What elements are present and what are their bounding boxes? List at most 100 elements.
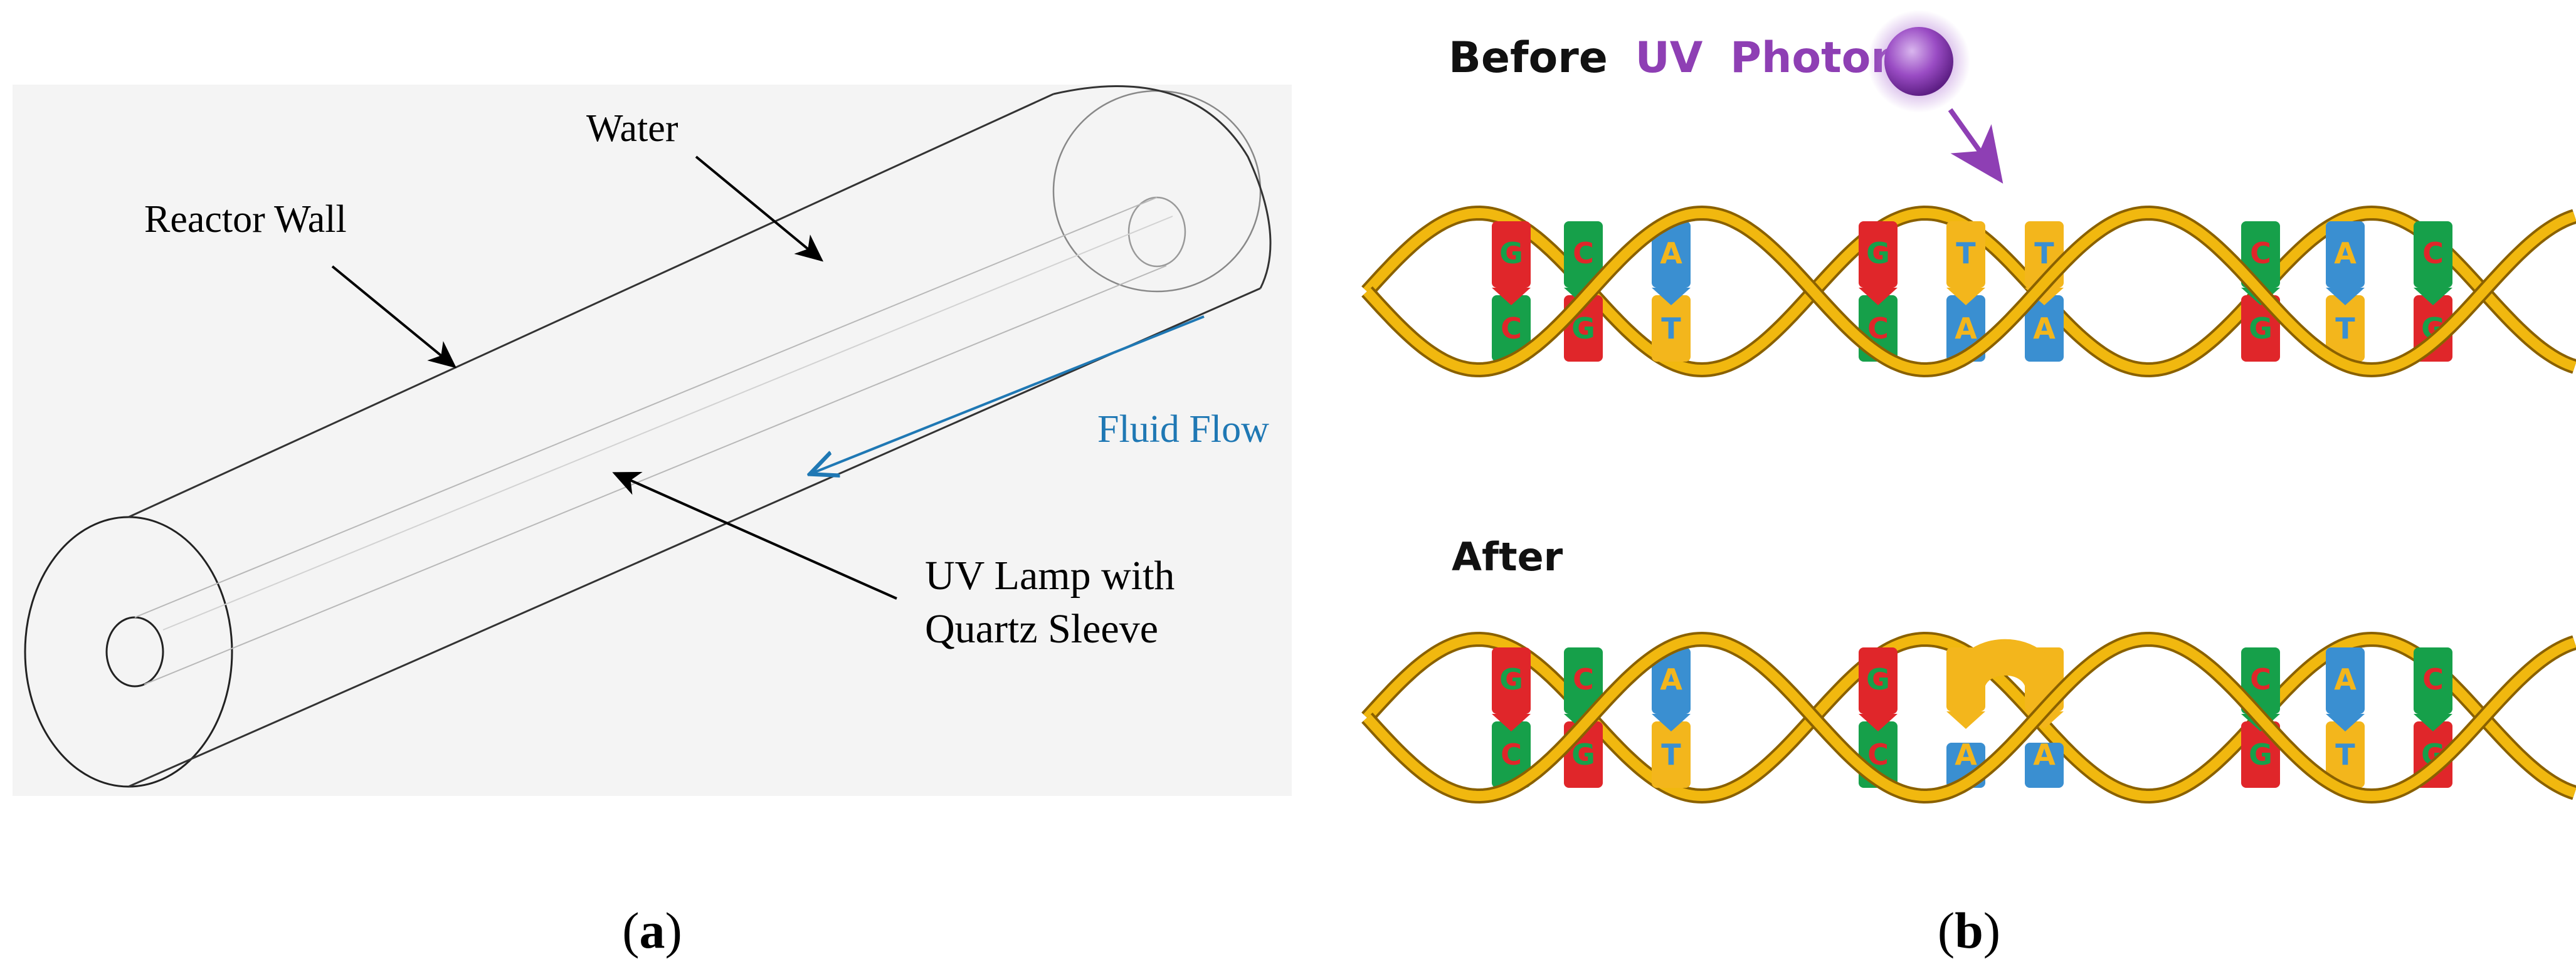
reactor-wall-pointer-arrow [331,265,457,369]
panel-a-background [13,85,1292,796]
base-letter-top: T [2034,236,2054,270]
base-letter-top: C [1573,662,1594,696]
base-letter-top: G [1866,662,1890,696]
caption-b-open-paren: ( [1938,902,1955,959]
base-pair: AT [2326,221,2365,362]
thymine-dimer-bond [1948,639,2062,711]
base-letter-top: G [1866,236,1890,270]
lamp-pointer-arrow [612,471,897,600]
base-c-bottom [1492,721,1531,788]
base-tip-top [2414,288,2452,305]
base-a-top [2326,221,2365,288]
base-letter-bottom: A [2033,312,2056,345]
caption-a-letter: a [640,902,665,959]
fluid-flow-label: Fluid Flow [1097,408,1269,451]
base-a-bottom [2025,295,2064,362]
base-t-bottom [1652,295,1691,362]
base-c-top [1564,647,1603,714]
base-letter-top: C [1573,236,1594,270]
base-c-top [2414,647,2452,714]
caption-a-open-paren: ( [622,902,639,959]
before-word: Before [1449,33,1608,83]
base-c-bottom [1492,295,1531,362]
base-tip-top [2326,288,2365,305]
base-letter-top: A [2334,236,2357,270]
reactor-end-far-outline [1053,85,1272,289]
base-t-bottom [2326,295,2365,362]
base-a-top [2326,647,2365,714]
uv-lamp-label-line2: Quartz Sleeve [925,606,1158,652]
base-c-top [2414,221,2452,288]
base-tip-top [1946,288,1985,305]
uv-photon-icon [1884,27,1953,96]
base-letter-bottom: G [2249,738,2272,772]
base-c-top [1564,221,1603,288]
base-t-bottom [2326,721,2365,788]
uv-word: UV [1635,33,1703,83]
base-letter-bottom: T [2335,312,2355,345]
base-pair: GC [1492,647,1531,788]
backbone-strand-1 [1363,207,2576,375]
base-tip-top [1946,711,1985,729]
reactor-wall-bottom-edge [128,287,1261,788]
base-letter-bottom: C [1501,312,1522,345]
base-g-top [1492,221,1531,288]
caption-a-close-paren: ) [665,902,682,959]
base-letter-top: A [1660,236,1682,270]
base-letter-bottom: C [1501,738,1522,772]
photon-arrow [1948,108,2003,184]
backbone-strand-1 [1363,634,2576,802]
before-title: Before UV Photon [1449,33,1901,83]
base-pair: AT [2326,647,2365,788]
caption-b-letter: b [1955,902,1983,959]
base-tip-top [1492,714,1531,731]
base-t-top [1946,221,1985,288]
base-letter-bottom: A [1955,738,1977,772]
base-g-top [1859,221,1898,288]
base-tip-top [1652,714,1691,731]
panel-b-caption: (b) [1938,902,2000,959]
lamp-edge-middle [162,216,1173,631]
base-pair: AT [1652,647,1691,788]
base-g-top [1492,647,1531,714]
base-pair: AT [1652,221,1691,362]
base-a-bottom [2025,743,2064,788]
base-tip-top [2326,714,2365,731]
fluid-flow-arrow [812,315,1205,473]
base-letter-top: C [2422,236,2444,270]
lamp-edge-top [134,197,1158,618]
base-tip-top [1859,714,1898,731]
panel-a-caption: (a) [622,902,682,959]
reactor-wall-label: Reactor Wall [144,198,347,241]
base-letter-top: C [2250,662,2271,696]
base-letter-top: G [1499,236,1523,270]
uv-lamp-sleeve [105,196,1186,688]
base-tip-top [2414,714,2452,731]
base-a-top [1652,221,1691,288]
base-letter-top: A [2334,662,2357,696]
base-letter-top: T [1956,236,1976,270]
base-a-top [1652,647,1691,714]
base-letter-bottom: A [1955,312,1977,345]
water-label: Water [586,107,678,150]
caption-b-close-paren: ) [1983,902,2000,959]
base-g-top [1859,647,1898,714]
base-letter-top: A [1660,662,1682,696]
base-pair: TA [1946,221,1985,362]
base-letter-bottom: T [1661,312,1681,345]
lamp-edge-bottom [144,265,1167,685]
uv-lamp-label-line1: UV Lamp with [925,553,1175,599]
panel-a-reactor-diagram: Water Reactor Wall Fluid Flow UV Lamp wi… [13,85,1292,959]
water-pointer-arrow [695,155,824,262]
base-pair: GC [1492,221,1531,362]
base-letter-top: C [2422,662,2444,696]
base-tip-top [1492,288,1531,305]
reactor-cylinder [24,90,1262,788]
base-letter-bottom: A [2033,738,2056,772]
panel-b-dna-diagram: Before UV Photon After GCCGATGCTATACGATC… [1361,0,2576,959]
base-letter-top: C [2250,236,2271,270]
base-letter-bottom: G [2249,312,2272,345]
